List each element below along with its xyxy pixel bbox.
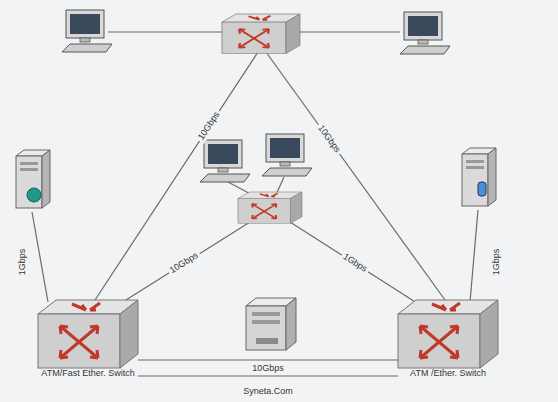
computer-icon: [200, 140, 250, 182]
server-icon: [16, 150, 50, 208]
disk-icon: [478, 182, 486, 196]
server-icon: [246, 298, 296, 350]
switch-icon: [38, 300, 138, 368]
link-speed: 10Gbps: [314, 121, 344, 156]
link-speed: 10Gbps: [250, 363, 286, 374]
globe-icon: [27, 188, 41, 202]
switch-icon: [398, 300, 498, 368]
computer-icon: [400, 12, 450, 54]
link-line: [138, 375, 398, 376]
switch-node: ATM/Fast Ether. Switch: [38, 300, 138, 379]
switch-node: ATM /Ether. Switch: [398, 300, 498, 379]
server-icon: [462, 148, 496, 206]
link-speed: 10Gbps: [195, 108, 224, 144]
link-speed: 1Gbps: [17, 247, 28, 278]
switch-icon: [222, 14, 300, 53]
computer-icon: [62, 10, 112, 52]
device-label: ATM/Fast Ether. Switch: [38, 368, 138, 379]
switch-icon: [238, 192, 302, 223]
wire: [32, 32, 478, 305]
computer-icon: [262, 134, 312, 176]
link-speed: 10Gbps: [166, 249, 202, 277]
device-label: ATM /Ether. Switch: [398, 368, 498, 379]
watermark: Syneta.Com: [241, 386, 295, 397]
link-line: [138, 359, 398, 360]
link-speed: 1Gbps: [491, 247, 502, 278]
link-speed: 1Gbps: [339, 250, 371, 276]
